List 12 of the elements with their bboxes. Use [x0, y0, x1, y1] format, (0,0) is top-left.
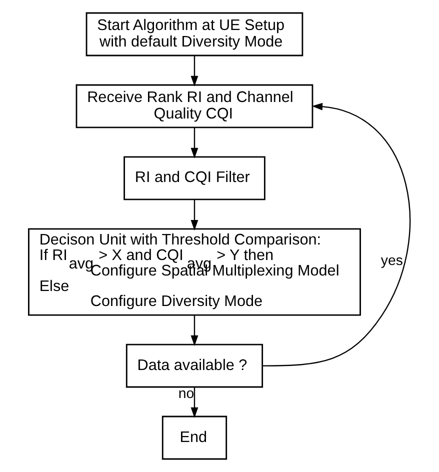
edge-label: yes	[380, 252, 403, 268]
arrow	[190, 128, 198, 158]
node-box: End	[162, 416, 228, 460]
arrow	[190, 315, 198, 346]
node-box: Data available ?	[126, 344, 264, 388]
arrow	[190, 200, 198, 231]
arrow	[190, 56, 198, 86]
node-box: RI and CQI Filter	[124, 156, 266, 200]
arrow	[262, 102, 410, 366]
node-box: Start Algorithm at UE Setup with default Diversity Mode	[86, 12, 304, 56]
node-box: Receive Rank RI and Channel Quality CQI	[76, 84, 314, 128]
arrow	[190, 387, 198, 418]
